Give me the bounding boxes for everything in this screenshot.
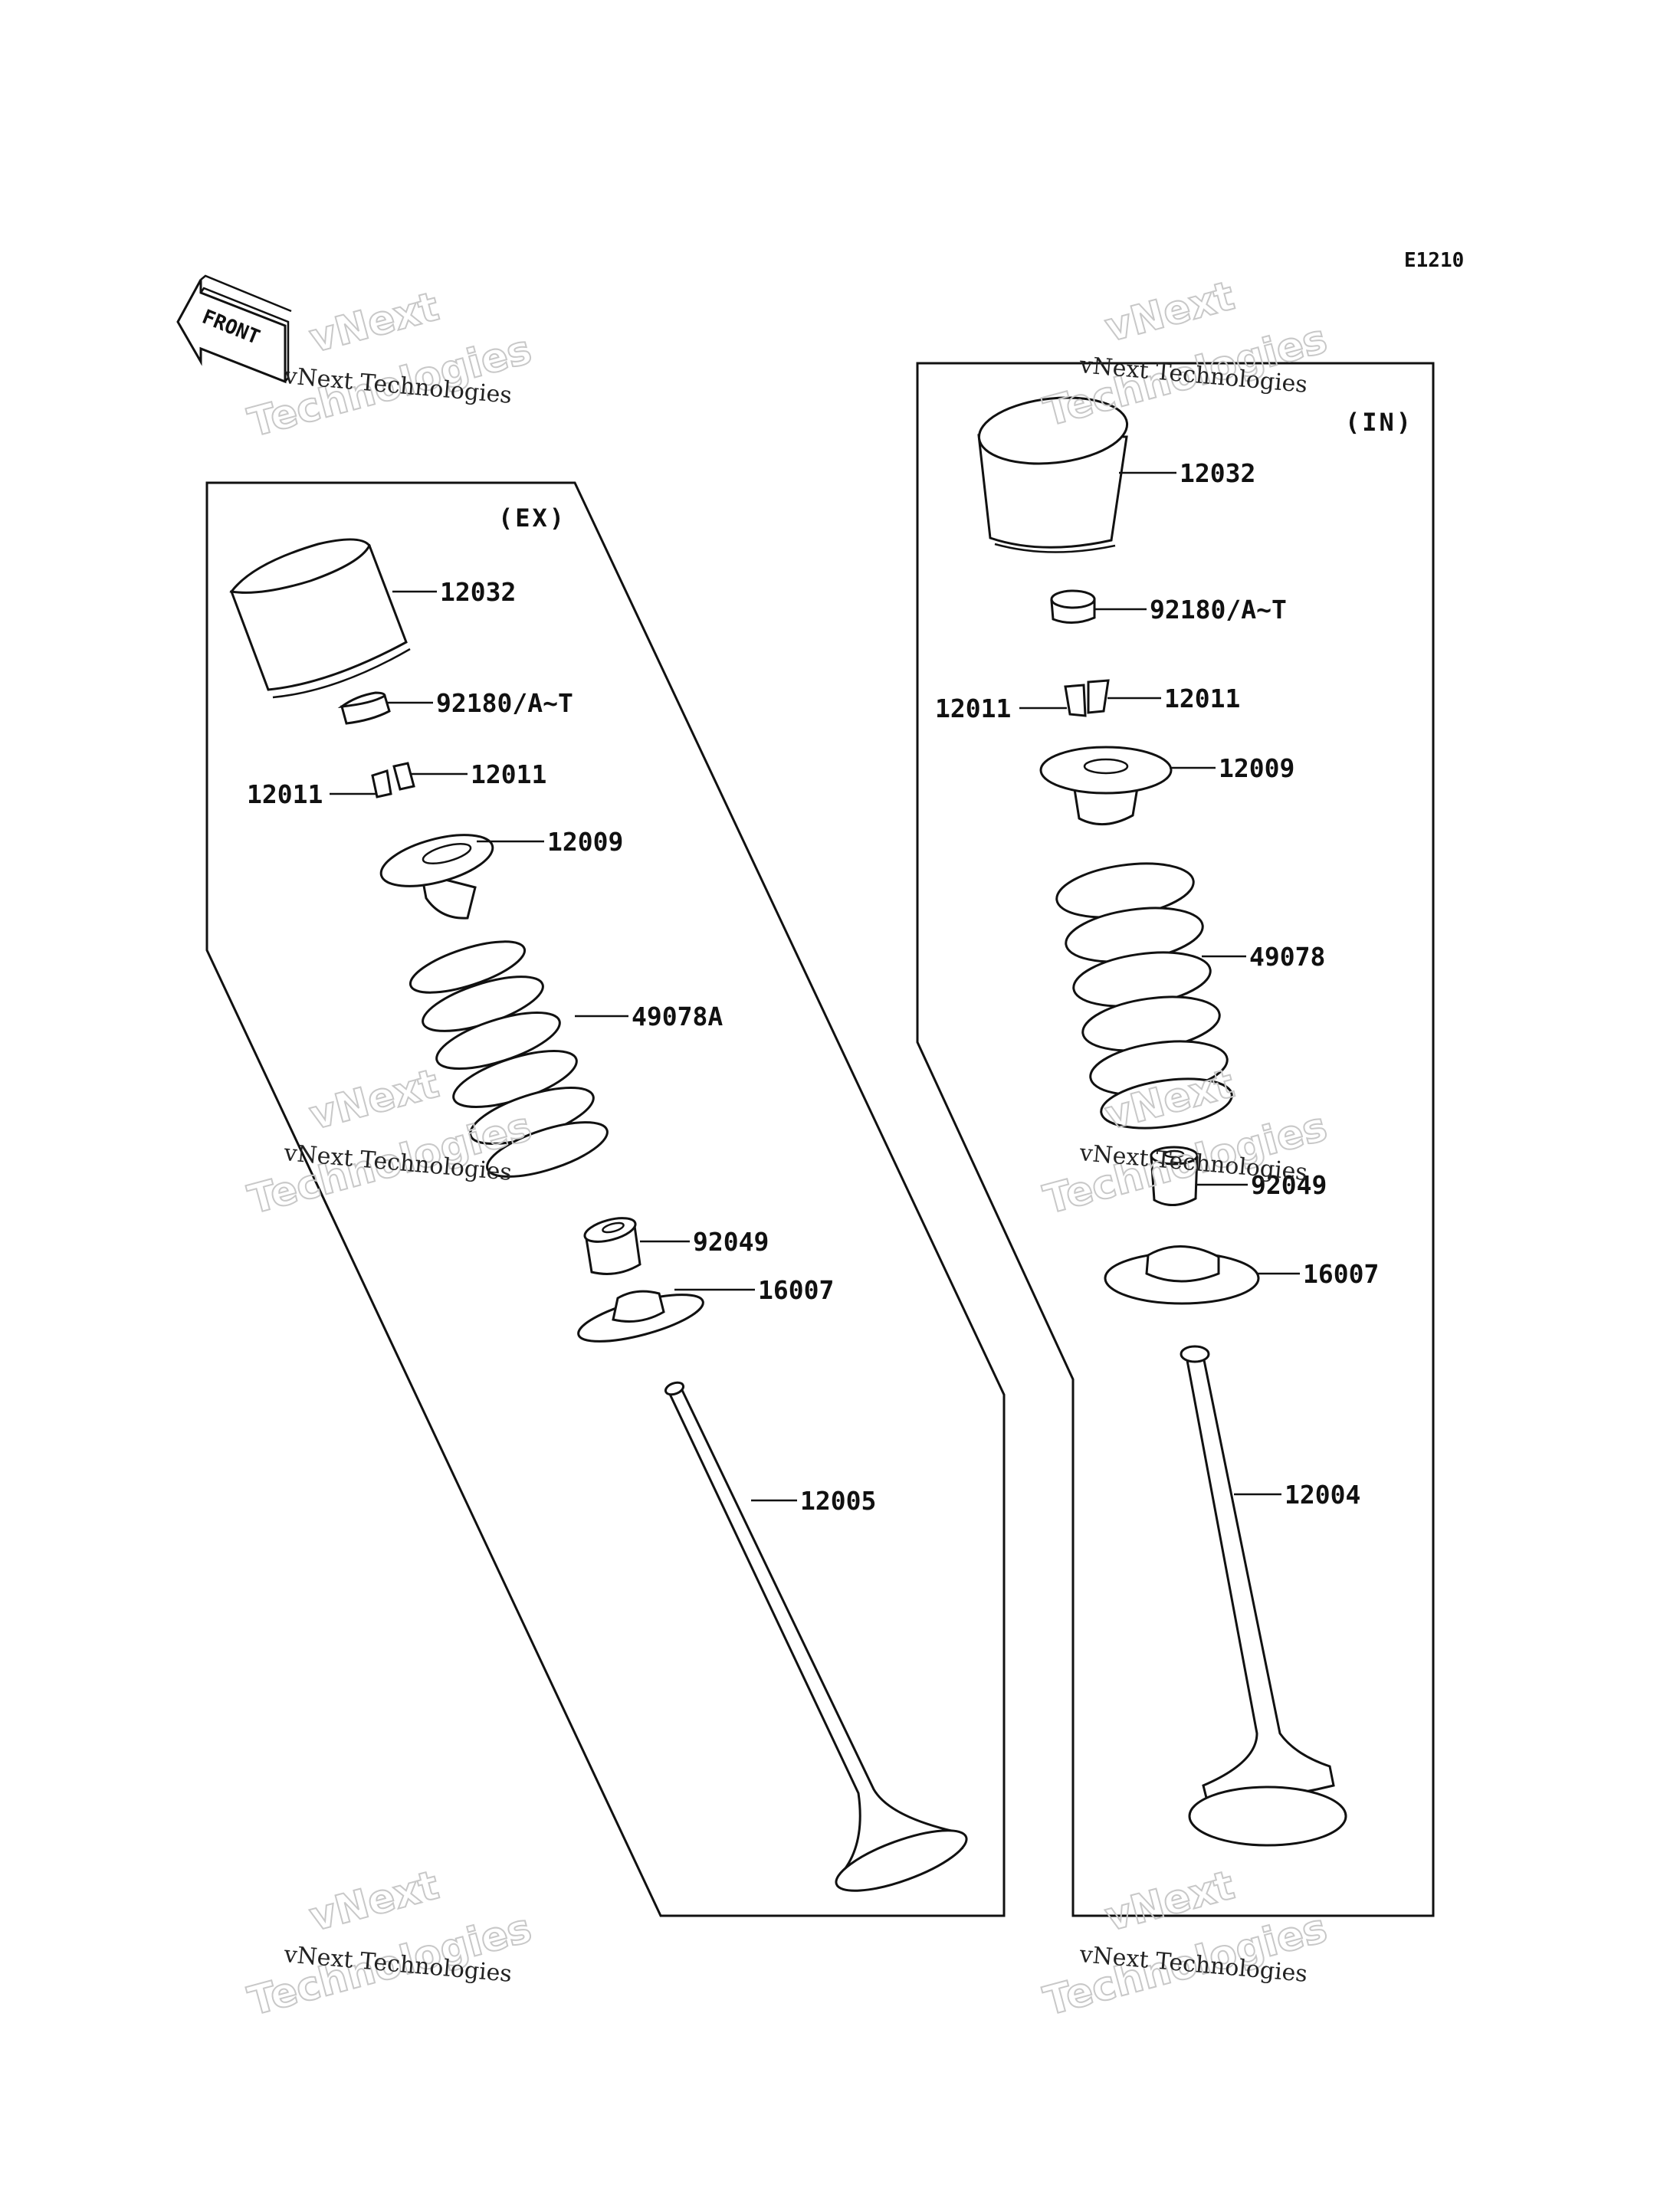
ex-cotter-right-label: 12011 [471,759,546,789]
svg-text:vNext: vNext [1101,273,1239,351]
ex-valve-retainer [379,834,494,920]
in-seal-label: 92049 [1251,1170,1327,1200]
ex-group-label: (EX) [498,503,566,533]
ex-group-frame [205,481,1006,1917]
svg-text:vNext: vNext [305,1862,444,1940]
ex-valve-lifter [229,538,411,699]
watermark: vNext Technologies vNext Technologies [243,1861,537,2025]
ex-spring-label: 49078A [632,1002,723,1031]
ex-valve-spring [409,940,609,1178]
svg-text:vNext: vNext [305,284,444,362]
diagram-code: E1210 [1404,249,1464,272]
in-group-label: (IN) [1345,408,1413,437]
in-valve-shim [1050,589,1096,624]
ex-valve [664,1381,968,1892]
in-group-frame [916,362,1435,1917]
ex-lifter-label: 12032 [440,577,516,607]
in-seat-label: 16007 [1303,1259,1379,1289]
in-cotter-right-label: 12011 [1164,684,1240,713]
ex-shim-label: 92180/A~T [436,688,573,718]
in-valve [1180,1345,1347,1847]
ex-valve-label: 12005 [800,1486,876,1516]
in-spring-label: 49078 [1249,942,1325,972]
watermark: vNext Technologies vNext Technologies [1039,1861,1333,2025]
in-shim-label: 92180/A~T [1150,595,1287,625]
in-valve-cotters [1064,679,1110,717]
in-retainer-label: 12009 [1219,753,1294,783]
svg-text:vNext: vNext [305,1061,444,1139]
ex-stem-seal [583,1217,641,1275]
ex-seat-label: 16007 [758,1275,834,1305]
ex-retainer-label: 12009 [547,827,623,857]
in-valve-label: 12004 [1285,1480,1360,1510]
in-valve-lifter [977,396,1129,553]
in-lifter-label: 12032 [1180,458,1255,488]
svg-text:vNext: vNext [1101,1862,1239,1940]
watermark: vNext Technologies vNext Technologies [243,283,537,447]
ex-valve-cotters [371,762,415,798]
ex-cotter-left-label: 12011 [247,779,323,809]
in-spring-seat [1104,1245,1260,1305]
in-valve-spring [1055,862,1233,1130]
ex-valve-shim [337,691,391,725]
ex-seal-label: 92049 [693,1227,769,1257]
watermark: vNext Technologies vNext Technologies [1039,272,1333,436]
in-cotter-left-label: 12011 [935,694,1011,723]
in-valve-retainer [1039,746,1173,826]
in-stem-seal [1150,1146,1199,1206]
front-arrow-icon: FRONT [176,274,292,384]
ex-spring-seat [577,1290,704,1343]
